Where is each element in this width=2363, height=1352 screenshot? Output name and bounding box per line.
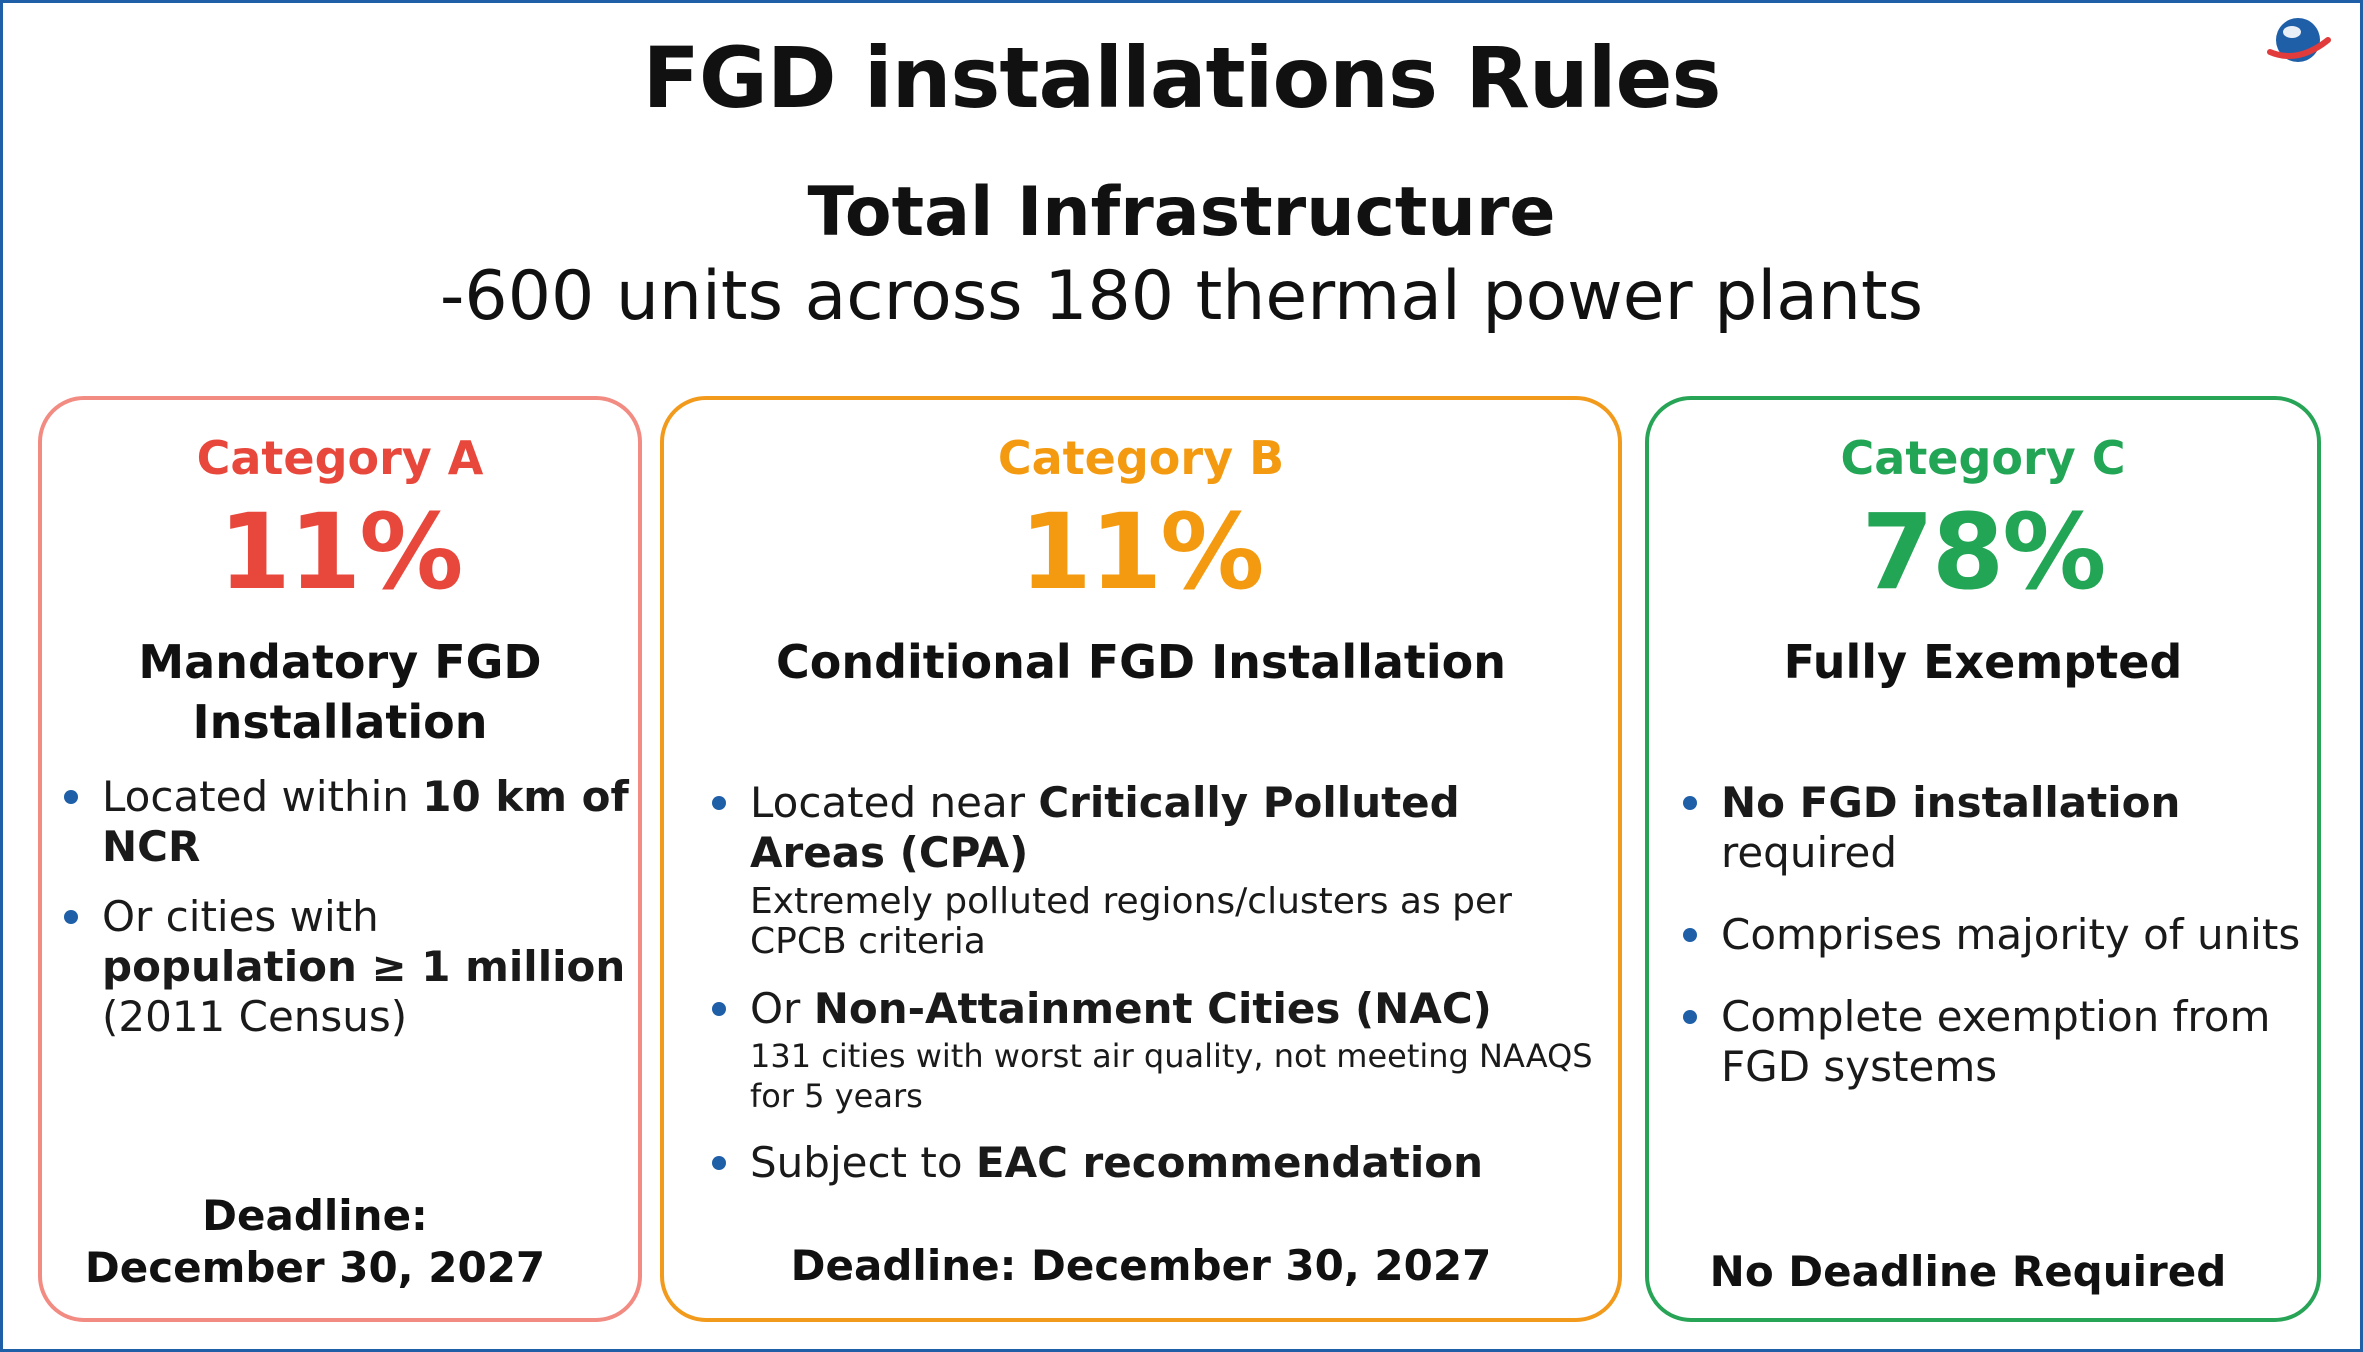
bullet-note: Extremely polluted regions/clusters as p… xyxy=(750,881,1512,962)
list-item: Subject to EAC recommendation xyxy=(700,1138,1598,1188)
list-item: Located near Critically Polluted Areas (… xyxy=(700,778,1598,962)
infrastructure-summary: -600 units across 180 thermal power plan… xyxy=(439,257,1924,336)
infrastructure-subtitle: Total Infrastructure xyxy=(807,173,1556,252)
list-item: Or Non-Attainment Cities (NAC) 131 citie… xyxy=(700,984,1598,1116)
category-c-bullet-list: No FGD installation required Comprises m… xyxy=(1671,778,2309,1092)
bullet-note: 131 cities with worst air quality, not m… xyxy=(750,1037,1593,1115)
category-c-percent: 78% xyxy=(1861,491,2107,613)
category-c-card: Category C 78% Fully Exempted No FGD ins… xyxy=(1645,396,2321,1322)
bullet-icon xyxy=(712,1002,726,1016)
category-c-label: Category C xyxy=(1840,431,2126,485)
category-a-heading: Mandatory FGD Installation xyxy=(52,632,628,752)
category-b-percent: 11% xyxy=(1019,491,1265,613)
category-a-label: Category A xyxy=(196,431,484,485)
category-b-bullet-list: Located near Critically Polluted Areas (… xyxy=(700,778,1598,1188)
category-c-deadline: No Deadline Required xyxy=(1709,1247,2227,1296)
category-a-bullet-list: Located within 10 km of NCR Or cities wi… xyxy=(52,772,630,1042)
globe-logo-icon xyxy=(2267,18,2331,62)
bullet-icon xyxy=(64,910,78,924)
category-b-deadline: Deadline: December 30, 2027 xyxy=(790,1241,1492,1290)
bullet-icon xyxy=(1683,928,1697,942)
category-b-card: Category B 11% Conditional FGD Installat… xyxy=(660,396,1622,1322)
category-a-heading-line: Installation xyxy=(192,695,488,749)
bullet-icon xyxy=(1683,796,1697,810)
category-a-card: Category A 11% Mandatory FGD Installatio… xyxy=(38,396,642,1322)
list-item: No FGD installation required xyxy=(1671,778,2309,878)
bullet-icon xyxy=(712,1156,726,1170)
bullet-icon xyxy=(1683,1010,1697,1024)
list-item: Or cities with population ≥ 1 million (2… xyxy=(52,892,630,1042)
bullet-icon xyxy=(64,790,78,804)
page-title: FGD installations Rules xyxy=(642,29,1722,127)
category-a-percent: 11% xyxy=(218,491,464,613)
list-item: Comprises majority of units xyxy=(1671,910,2309,960)
category-a-heading-line: Mandatory FGD xyxy=(138,635,542,689)
category-c-heading: Fully Exempted xyxy=(1783,635,2183,689)
bullet-icon xyxy=(712,796,726,810)
list-item: Complete exemption from FGD systems xyxy=(1671,992,2309,1092)
category-b-heading: Conditional FGD Installation xyxy=(775,635,1507,689)
category-a-deadline: Deadline: December 30, 2027 xyxy=(84,1191,546,1292)
category-b-label: Category B xyxy=(997,431,1285,485)
list-item: Located within 10 km of NCR xyxy=(52,772,630,872)
